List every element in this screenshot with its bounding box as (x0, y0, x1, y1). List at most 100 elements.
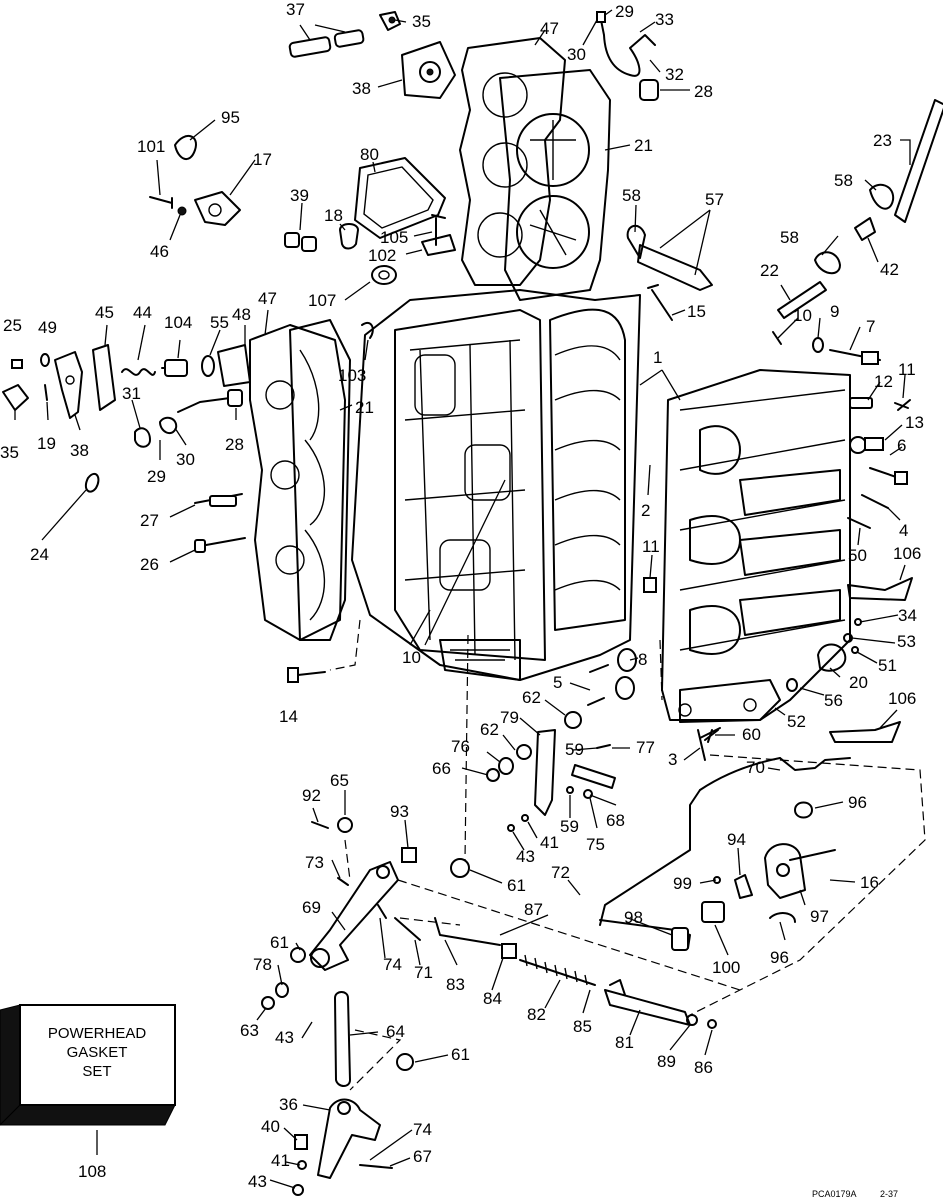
connector-31-30 (134, 389, 243, 448)
callout-77: 77 (636, 738, 655, 757)
callout-9: 9 (830, 302, 839, 321)
callout-35: 35 (412, 12, 431, 31)
stud-15 (647, 284, 673, 321)
callout-17: 17 (253, 150, 272, 169)
callout-98: 98 (624, 908, 643, 927)
seal-107 (371, 265, 397, 285)
fitting-11-mid (643, 577, 657, 593)
callout-45: 45 (95, 303, 114, 322)
callout-35: 35 (0, 443, 19, 462)
callout-101: 101 (137, 137, 165, 156)
lever-36 (317, 1098, 381, 1179)
cable-70 (599, 757, 851, 926)
bolt-7 (829, 349, 881, 365)
callout-56: 56 (824, 691, 843, 710)
link-arm-79 (534, 729, 556, 816)
callout-29: 29 (147, 467, 166, 486)
callout-25: 25 (3, 316, 22, 335)
callout-2: 2 (641, 501, 650, 520)
small-parts-59-77 (566, 744, 616, 799)
callout-11: 11 (898, 360, 916, 379)
callout-80: 80 (360, 145, 379, 164)
stud-3 (697, 729, 706, 761)
gasket-box-line2: GASKET (67, 1044, 128, 1061)
callout-58: 58 (834, 171, 853, 190)
callout-50: 50 (848, 546, 867, 565)
callout-83: 83 (446, 975, 465, 994)
small-parts-40-41-43 (292, 1134, 308, 1196)
washer-9 (812, 337, 824, 353)
callout-72: 72 (551, 863, 570, 882)
cover-45 (92, 344, 116, 411)
callout-30: 30 (176, 450, 195, 469)
callout-21: 21 (634, 136, 653, 155)
callout-11: 11 (642, 537, 660, 556)
lever-106-a (847, 577, 913, 601)
cylinder-block (351, 289, 641, 681)
callout-105: 105 (380, 228, 408, 247)
screw-10-top (772, 331, 782, 345)
crankcase-cover (661, 369, 851, 723)
bushing-61-69 (290, 858, 470, 963)
callout-33: 33 (655, 10, 674, 29)
callout-67: 67 (413, 1147, 432, 1166)
callout-60: 60 (742, 725, 761, 744)
bolt-14 (287, 667, 326, 683)
callout-24: 24 (30, 545, 49, 564)
callout-73: 73 (305, 853, 324, 872)
callout-10: 10 (793, 306, 812, 325)
footer-page: 2-37 (880, 1189, 898, 1199)
callout-61: 61 (270, 933, 289, 952)
callout-labels: 37 35 47 29 33 30 32 38 28 95 101 17 80 … (0, 0, 924, 1191)
gasket-set-box: POWERHEAD GASKET SET (0, 1004, 176, 1126)
cup-18 (339, 223, 359, 250)
clip-96-lower (769, 912, 796, 923)
callout-74: 74 (413, 1120, 432, 1139)
sensor-wire-28-33 (596, 11, 659, 101)
clamp-102-105 (421, 214, 456, 256)
callout-59: 59 (560, 817, 579, 836)
callout-108: 108 (78, 1162, 106, 1181)
screw-67 (359, 1164, 393, 1169)
callout-82: 82 (527, 1005, 546, 1024)
alignment-dashed-lines (329, 619, 926, 1091)
callout-96: 96 (770, 948, 789, 967)
callout-59: 59 (565, 740, 584, 759)
fitting-25-49 (11, 353, 50, 369)
washer-56 (786, 678, 798, 692)
washer-78-63 (261, 982, 289, 1010)
callout-104: 104 (164, 313, 192, 332)
callout-43: 43 (275, 1028, 294, 1047)
callout-106: 106 (888, 689, 916, 708)
callout-41: 41 (271, 1151, 290, 1170)
callout-52: 52 (787, 712, 806, 731)
hose-pair-37 (288, 29, 365, 58)
callout-61: 61 (451, 1045, 470, 1064)
callout-10: 10 (402, 648, 421, 667)
fitting-35-left (2, 384, 29, 411)
bracket-97 (764, 843, 836, 899)
shaft-81 (604, 979, 691, 1026)
callout-64: 64 (386, 1022, 405, 1041)
callout-4: 4 (899, 521, 908, 540)
link-64 (334, 991, 351, 1087)
callout-31: 31 (122, 384, 141, 403)
callout-76: 76 (451, 737, 470, 756)
callout-89: 89 (657, 1052, 676, 1071)
valve-38-left (44, 351, 83, 419)
callout-93: 93 (390, 802, 409, 821)
callout-6: 6 (897, 436, 906, 455)
callout-99: 99 (673, 874, 692, 893)
callout-57: 57 (705, 190, 724, 209)
callout-58: 58 (622, 186, 641, 205)
callout-106: 106 (893, 544, 921, 563)
fitting-84 (501, 943, 517, 959)
clip-24 (84, 472, 100, 493)
pins-74-71 (377, 904, 421, 941)
callout-74: 74 (383, 955, 402, 974)
callout-37: 37 (286, 0, 305, 19)
callout-85: 85 (573, 1017, 592, 1036)
callout-21: 21 (355, 398, 374, 417)
threaded-rod-82 (519, 954, 596, 986)
callout-55: 55 (210, 313, 229, 332)
